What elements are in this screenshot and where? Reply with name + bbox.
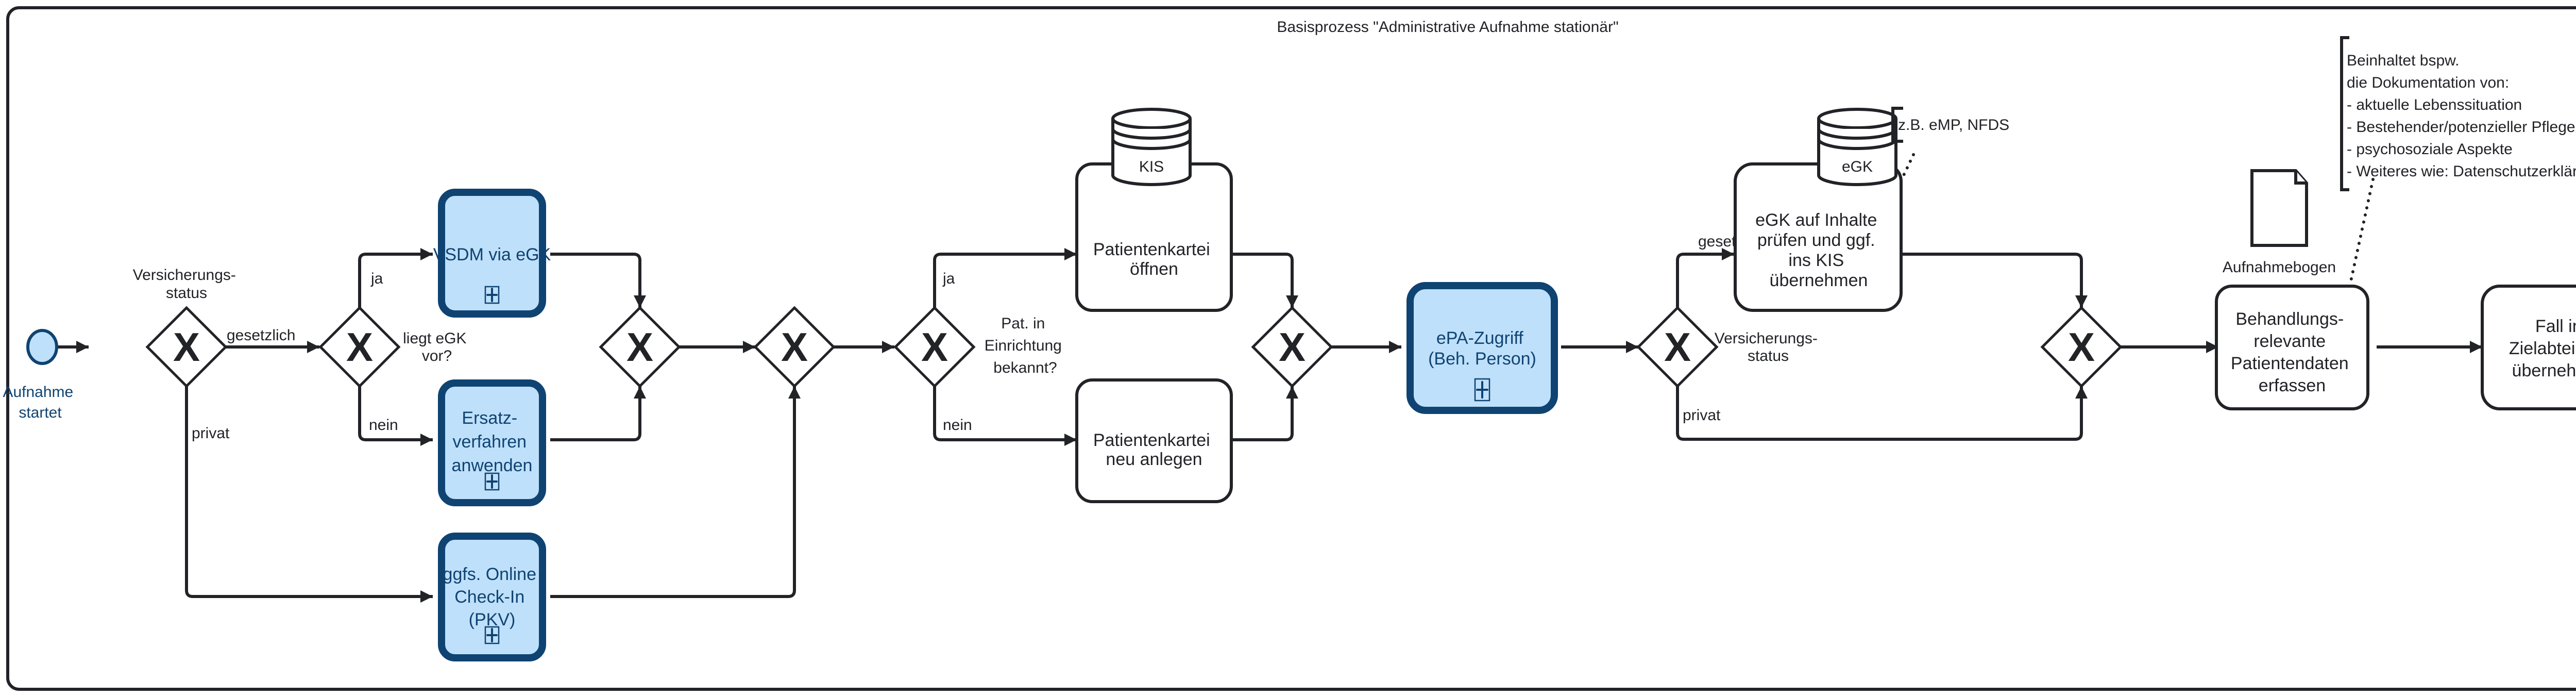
gateway-x-icon: X — [1279, 324, 1306, 370]
gateway-7-label: Versicherungs- status — [1715, 330, 1822, 364]
flow-label-nein-2: nein — [943, 417, 972, 434]
gateway-x-icon: X — [346, 324, 373, 370]
flow-label-ja-2: ja — [942, 270, 955, 287]
document-icon — [2250, 169, 2308, 247]
data-object-label: Aufnahmebogen — [2223, 259, 2336, 276]
task-patientenkartei-oeffnen[interactable]: Patientenkartei öffnen — [1075, 162, 1233, 312]
flow-g5-oeffnen[interactable] — [933, 248, 1077, 308]
task-anlegen-label: Patientenkartei neu anlegen — [1093, 430, 1215, 469]
task-erfassen-label: Behandlungs- relevante Patientendaten er… — [2231, 309, 2353, 395]
flow-g7-g8-privat[interactable] — [1676, 386, 2088, 441]
diagram-title: Basisprozess "Administrative Aufnahme st… — [1277, 19, 1618, 36]
gateway-2-label: liegt eGK vor? — [403, 330, 471, 364]
sequence-flows — [57, 248, 2482, 603]
gateway-x-icon: X — [173, 324, 200, 370]
flow-label-ja-1: ja — [370, 270, 383, 287]
gateway-x-icon: X — [921, 324, 948, 370]
gateway-egk-vorhanden[interactable]: X — [318, 306, 401, 388]
flow-label-gesetzlich-1: gesetzlich — [227, 327, 295, 344]
gateway-merge-2[interactable]: X — [753, 306, 836, 388]
task-egk-label: eGK auf Inhalte prüfen und ggf. ins KIS … — [1755, 210, 1882, 290]
gateway-x-icon: X — [1664, 324, 1691, 370]
subprocess-vsdm-label: VSDM via eGK — [433, 245, 551, 264]
flow-vsdm-g3[interactable] — [550, 253, 646, 308]
expand-plus-icon[interactable] — [484, 626, 500, 644]
task-patientendaten-erfassen[interactable]: Behandlungs- relevante Patientendaten er… — [2215, 285, 2369, 410]
flow-anlegen-g6[interactable] — [1231, 386, 1298, 441]
subprocess-ersatzverfahren[interactable]: Ersatz- verfahren anwenden — [438, 379, 546, 506]
subprocess-epa-zugriff[interactable]: ePA-Zugriff (Beh. Person) — [1406, 282, 1558, 414]
expand-plus-icon[interactable] — [1474, 378, 1490, 402]
flow-oeffnen-g6[interactable] — [1231, 253, 1298, 308]
subprocess-vsdm[interactable]: VSDM via eGK — [433, 189, 551, 318]
annotation-egk: z.B. eMP, NFDS — [1891, 107, 2009, 143]
gateway-x-icon: X — [2068, 324, 2095, 370]
annotation-aufnahmebogen: Beinhaltet bspw. die Dokumentation von: … — [2340, 36, 2576, 191]
start-event[interactable] — [26, 329, 58, 365]
gateway-x-icon: X — [626, 324, 653, 370]
flow-g2-ersatz[interactable] — [358, 386, 433, 446]
annotation-bogen-text: Beinhaltet bspw. die Dokumentation von: … — [2347, 52, 2576, 180]
gateway-versicherungsstatus-2[interactable]: X — [1636, 306, 1719, 388]
start-event-label: Aufnahme startet — [3, 384, 77, 421]
flow-g5-anlegen[interactable] — [933, 386, 1077, 446]
data-store-egk[interactable]: eGK — [1817, 108, 1897, 186]
data-store-egk-label: eGK — [1842, 158, 1873, 175]
gateway-merge-4[interactable]: X — [2040, 306, 2123, 388]
flow-g7-egk[interactable] — [1676, 248, 1734, 308]
subprocess-ersatz-label: Ersatz- verfahren anwenden — [452, 408, 533, 475]
data-store-kis[interactable]: KIS — [1111, 108, 1192, 186]
flow-ersatz-g3[interactable] — [550, 386, 646, 441]
gateway-merge-3[interactable]: X — [1251, 306, 1333, 388]
gateway-merge-1[interactable]: X — [599, 306, 681, 388]
gateway-versicherungsstatus-1[interactable]: X — [145, 306, 228, 388]
subprocess-online-checkin[interactable]: ggfs. Online Check-In (PKV) — [438, 533, 546, 661]
subprocess-epa-label: ePA-Zugriff (Beh. Person) — [1428, 328, 1536, 369]
flow-label-privat-2: privat — [1683, 407, 1721, 424]
task-fall-uebernehmen[interactable]: Fall in Zielabteilung übernehmen — [2481, 285, 2576, 410]
subprocess-online-label: ggfs. Online Check-In (PKV) — [443, 565, 541, 629]
flow-g1-online[interactable] — [185, 386, 433, 603]
gateway-1-label: Versicherungs- status — [133, 267, 240, 302]
task-patientenkartei-anlegen[interactable]: Patientenkartei neu anlegen — [1075, 378, 1233, 503]
expand-plus-icon[interactable] — [484, 286, 500, 304]
task-fall-label: Fall in Zielabteilung übernehmen — [2509, 317, 2576, 380]
task-oeffnen-label: Patientenkartei öffnen — [1093, 240, 1215, 279]
flow-g2-vsdm[interactable] — [358, 248, 433, 308]
annotation-egk-text: z.B. eMP, NFDS — [1898, 117, 2009, 134]
gateway-patient-bekannt[interactable]: X — [893, 306, 976, 388]
flow-egk-g8[interactable] — [1901, 253, 2088, 308]
gateway-x-icon: X — [781, 324, 808, 370]
flow-label-privat-1: privat — [192, 425, 230, 442]
data-store-kis-label: KIS — [1139, 158, 1164, 175]
gateway-5-label: Pat. in Einrichtung bekannt? — [985, 315, 1066, 376]
flow-label-nein-1: nein — [369, 417, 398, 434]
association-egk-note — [1896, 153, 1915, 190]
data-object-aufnahmebogen[interactable] — [2250, 169, 2308, 247]
expand-plus-icon[interactable] — [484, 472, 500, 491]
association-bogen-note — [2349, 178, 2375, 283]
task-egk-pruefen[interactable]: eGK auf Inhalte prüfen und ggf. ins KIS … — [1734, 162, 1903, 312]
flow-online-g4[interactable] — [550, 386, 801, 598]
